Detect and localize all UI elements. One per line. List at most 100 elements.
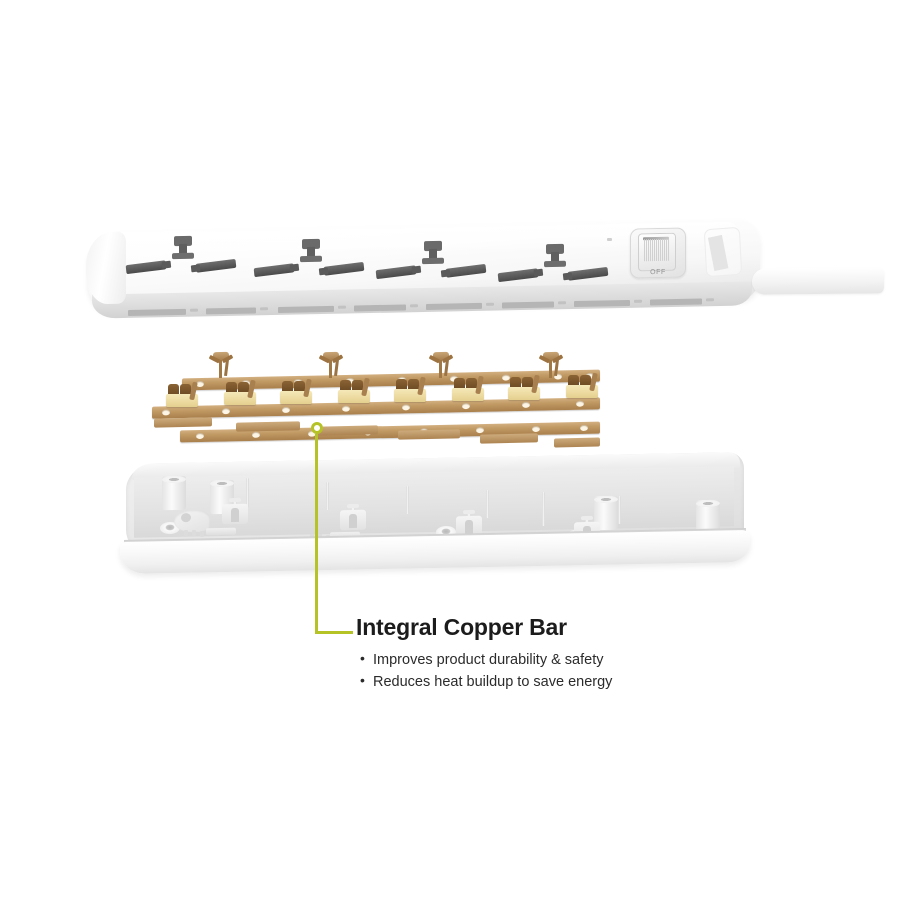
callout-bullet: Reduces heat buildup to save energy bbox=[360, 670, 776, 693]
socket-contact-clip bbox=[222, 380, 258, 406]
switch-rib bbox=[664, 238, 665, 261]
earth-pin-foot bbox=[422, 257, 444, 265]
cover-tab bbox=[634, 299, 642, 303]
copper-bar-assembly bbox=[150, 351, 620, 448]
callout-text-block: Integral Copper Bar Improves product dur… bbox=[356, 616, 776, 694]
switch-rib bbox=[650, 239, 651, 262]
earth-pin-foot bbox=[300, 255, 322, 262]
cover-tab bbox=[128, 308, 186, 317]
switch-off-label: OFF bbox=[650, 268, 666, 277]
rivet-hole bbox=[522, 401, 530, 408]
cover-tab bbox=[206, 307, 256, 315]
base-pad bbox=[206, 527, 236, 536]
rivet-hole bbox=[162, 409, 170, 416]
line-slot-icon bbox=[253, 262, 300, 277]
cover-tab bbox=[502, 301, 554, 309]
cover-tab bbox=[260, 307, 268, 311]
rivet-hole bbox=[222, 408, 230, 415]
rivet-hole bbox=[282, 406, 290, 413]
divider-rib bbox=[486, 489, 489, 519]
power-cable bbox=[752, 267, 884, 295]
cover-tab bbox=[574, 299, 630, 308]
bus-link bbox=[236, 421, 300, 432]
cover-tab bbox=[278, 305, 334, 314]
earth-contact-clip bbox=[428, 351, 454, 379]
power-socket[interactable] bbox=[125, 235, 237, 289]
switch-rib bbox=[668, 238, 669, 261]
bus-link bbox=[480, 433, 538, 444]
power-indicator-icon bbox=[607, 237, 612, 242]
cover-tab bbox=[650, 298, 702, 306]
bus-link bbox=[398, 429, 460, 440]
power-switch-rocker[interactable] bbox=[638, 232, 676, 272]
contact-mount-block bbox=[222, 497, 248, 525]
callout-title: Integral Copper Bar bbox=[356, 614, 567, 640]
cable-anchor bbox=[174, 509, 210, 533]
callout-bullet: Improves product durability & safety bbox=[360, 648, 776, 671]
divider-rib bbox=[326, 481, 329, 511]
callout-marker bbox=[311, 422, 323, 434]
rivet-hole bbox=[252, 431, 260, 438]
rivet-hole bbox=[402, 404, 410, 411]
rivet-hole bbox=[580, 424, 588, 432]
rivet-hole bbox=[196, 432, 204, 440]
divider-rib bbox=[406, 485, 409, 515]
brand-logo-badge bbox=[703, 226, 743, 278]
bottom-housing bbox=[118, 452, 758, 587]
divider-rib bbox=[618, 495, 621, 525]
callout-leader-horizontal bbox=[315, 631, 353, 634]
cover-tab bbox=[410, 304, 418, 308]
earth-pin-foot bbox=[544, 260, 566, 267]
neutral-slot-icon bbox=[562, 266, 609, 281]
cover-tab bbox=[190, 308, 198, 312]
neutral-slot-icon bbox=[318, 261, 365, 276]
alignment-pin bbox=[184, 529, 188, 537]
alignment-pin bbox=[192, 529, 196, 537]
switch-rib bbox=[666, 238, 667, 261]
socket-contact-clip bbox=[506, 374, 542, 401]
socket-contact-clip bbox=[278, 378, 314, 405]
cover-tab bbox=[486, 302, 494, 306]
earth-contact-clip bbox=[318, 351, 344, 379]
switch-rib bbox=[652, 239, 653, 262]
contact-mount-block bbox=[340, 503, 366, 531]
bus-link bbox=[554, 437, 600, 448]
power-switch[interactable]: OFF bbox=[630, 227, 686, 279]
power-socket[interactable] bbox=[497, 243, 609, 297]
line-slot-icon bbox=[125, 260, 172, 275]
socket-contact-clip bbox=[564, 372, 600, 399]
cover-tab bbox=[338, 305, 346, 309]
switch-rib bbox=[656, 239, 657, 262]
neutral-slot-icon bbox=[440, 264, 487, 278]
switch-rib bbox=[658, 238, 659, 261]
neutral-slot-icon bbox=[190, 258, 237, 273]
divider-rib bbox=[542, 491, 545, 527]
switch-rib bbox=[646, 239, 647, 262]
alignment-pin bbox=[200, 530, 204, 538]
cover-tab bbox=[354, 304, 406, 312]
switch-rib bbox=[644, 239, 645, 262]
switch-ribs bbox=[638, 233, 676, 262]
socket-contact-clip bbox=[450, 375, 486, 402]
switch-rib bbox=[654, 239, 655, 262]
screw-post bbox=[162, 475, 186, 511]
brand-logo-script-icon bbox=[706, 232, 739, 272]
earth-pin-foot bbox=[172, 252, 194, 260]
cover-tab bbox=[558, 301, 566, 305]
rivet-hole bbox=[476, 427, 484, 434]
switch-rib bbox=[648, 239, 649, 262]
callout-leader-vertical bbox=[315, 434, 318, 634]
rivet-hole bbox=[532, 425, 540, 433]
cover-tab bbox=[706, 298, 714, 302]
power-socket[interactable] bbox=[253, 238, 365, 292]
switch-rib bbox=[660, 238, 661, 261]
line-slot-icon bbox=[497, 268, 544, 282]
power-socket[interactable] bbox=[375, 240, 487, 294]
socket-contact-clip bbox=[336, 377, 372, 404]
rivet-hole bbox=[462, 403, 470, 410]
cover-tab bbox=[426, 302, 482, 311]
rivet-hole bbox=[342, 405, 350, 412]
bus-link bbox=[318, 425, 378, 436]
top-cover-left-endcap bbox=[86, 231, 126, 305]
